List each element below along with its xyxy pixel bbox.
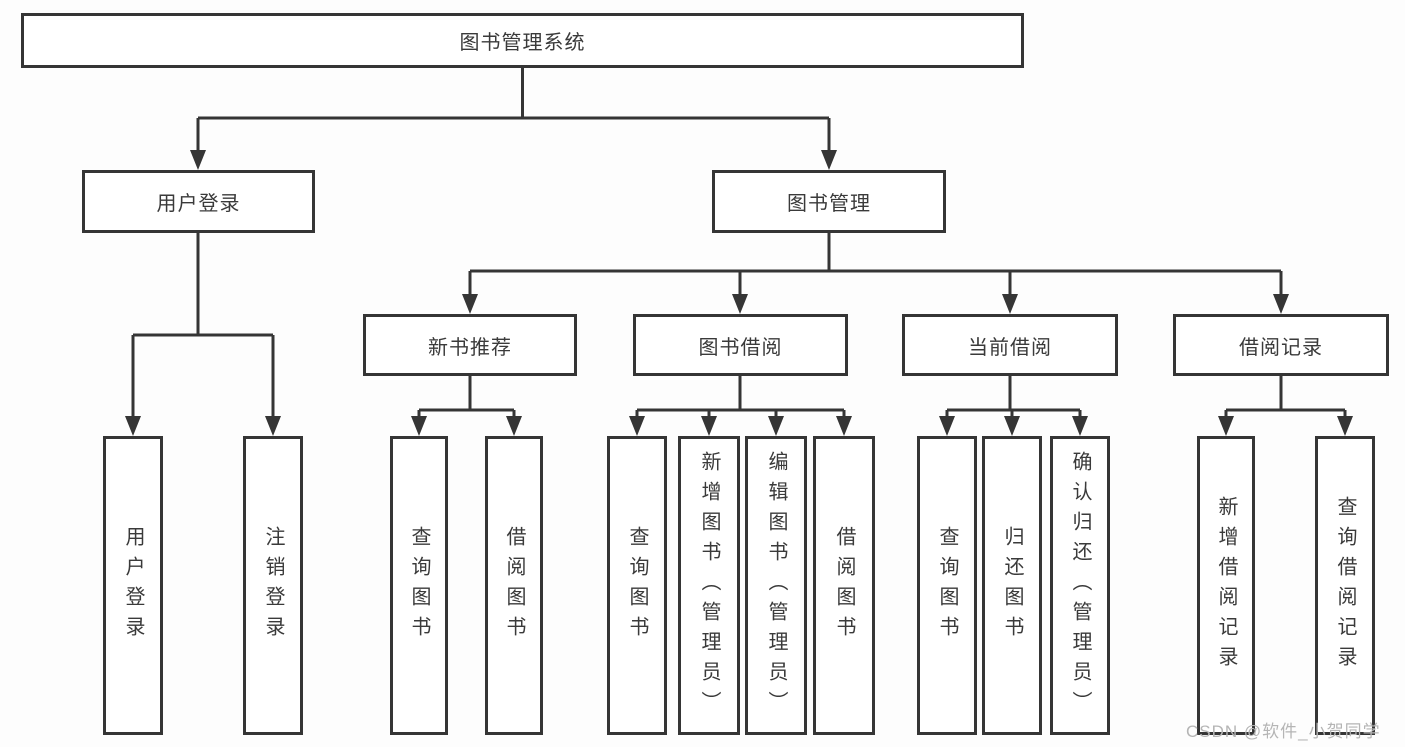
leaf-label: 查询借阅记录 — [1334, 495, 1356, 676]
leaf-label: 查询图书 — [936, 525, 958, 646]
leaf-add-borrow-record: 新增借阅记录 — [1197, 436, 1255, 735]
leaf-query-books-current: 查询图书 — [917, 436, 977, 735]
leaf-borrow-books: 借阅图书 — [813, 436, 875, 735]
leaf-query-books-borrow: 查询图书 — [607, 436, 667, 735]
root-node-library-management-system: 图书管理系统 — [21, 13, 1024, 68]
leaf-label: 用户登录 — [122, 525, 144, 646]
csdn-watermark: CSDN @软件_小贺同学 — [1186, 722, 1381, 741]
leaf-label: 新增借阅记录 — [1215, 495, 1237, 676]
node-borrowing-records: 借阅记录 — [1173, 314, 1389, 376]
leaf-logout: 注销登录 — [243, 436, 303, 735]
node-user-login: 用户登录 — [82, 170, 315, 233]
leaf-borrow-books-recommend: 借阅图书 — [485, 436, 543, 735]
leaf-add-books-admin: 新增图书（管理员） — [678, 436, 740, 735]
leaf-label: 确认归还（管理员） — [1069, 450, 1091, 721]
leaf-confirm-return-admin: 确认归还（管理员） — [1050, 436, 1110, 735]
leaf-label: 借阅图书 — [833, 525, 855, 646]
node-book-management: 图书管理 — [712, 170, 946, 233]
leaf-label: 借阅图书 — [503, 525, 525, 646]
node-book-borrowing: 图书借阅 — [633, 314, 848, 376]
leaf-user-login: 用户登录 — [103, 436, 163, 735]
leaf-label: 归还图书 — [1001, 525, 1023, 646]
leaf-query-books-recommend: 查询图书 — [390, 436, 448, 735]
leaf-label: 注销登录 — [262, 525, 284, 646]
leaf-return-books: 归还图书 — [982, 436, 1042, 735]
leaf-query-borrow-record: 查询借阅记录 — [1315, 436, 1375, 735]
node-new-book-recommendation: 新书推荐 — [363, 314, 577, 376]
leaf-edit-books-admin: 编辑图书（管理员） — [745, 436, 807, 735]
node-current-borrowing: 当前借阅 — [902, 314, 1118, 376]
leaf-label: 新增图书（管理员） — [698, 450, 720, 721]
leaf-label: 编辑图书（管理员） — [765, 450, 787, 721]
leaf-label: 查询图书 — [626, 525, 648, 646]
leaf-label: 查询图书 — [408, 525, 430, 646]
